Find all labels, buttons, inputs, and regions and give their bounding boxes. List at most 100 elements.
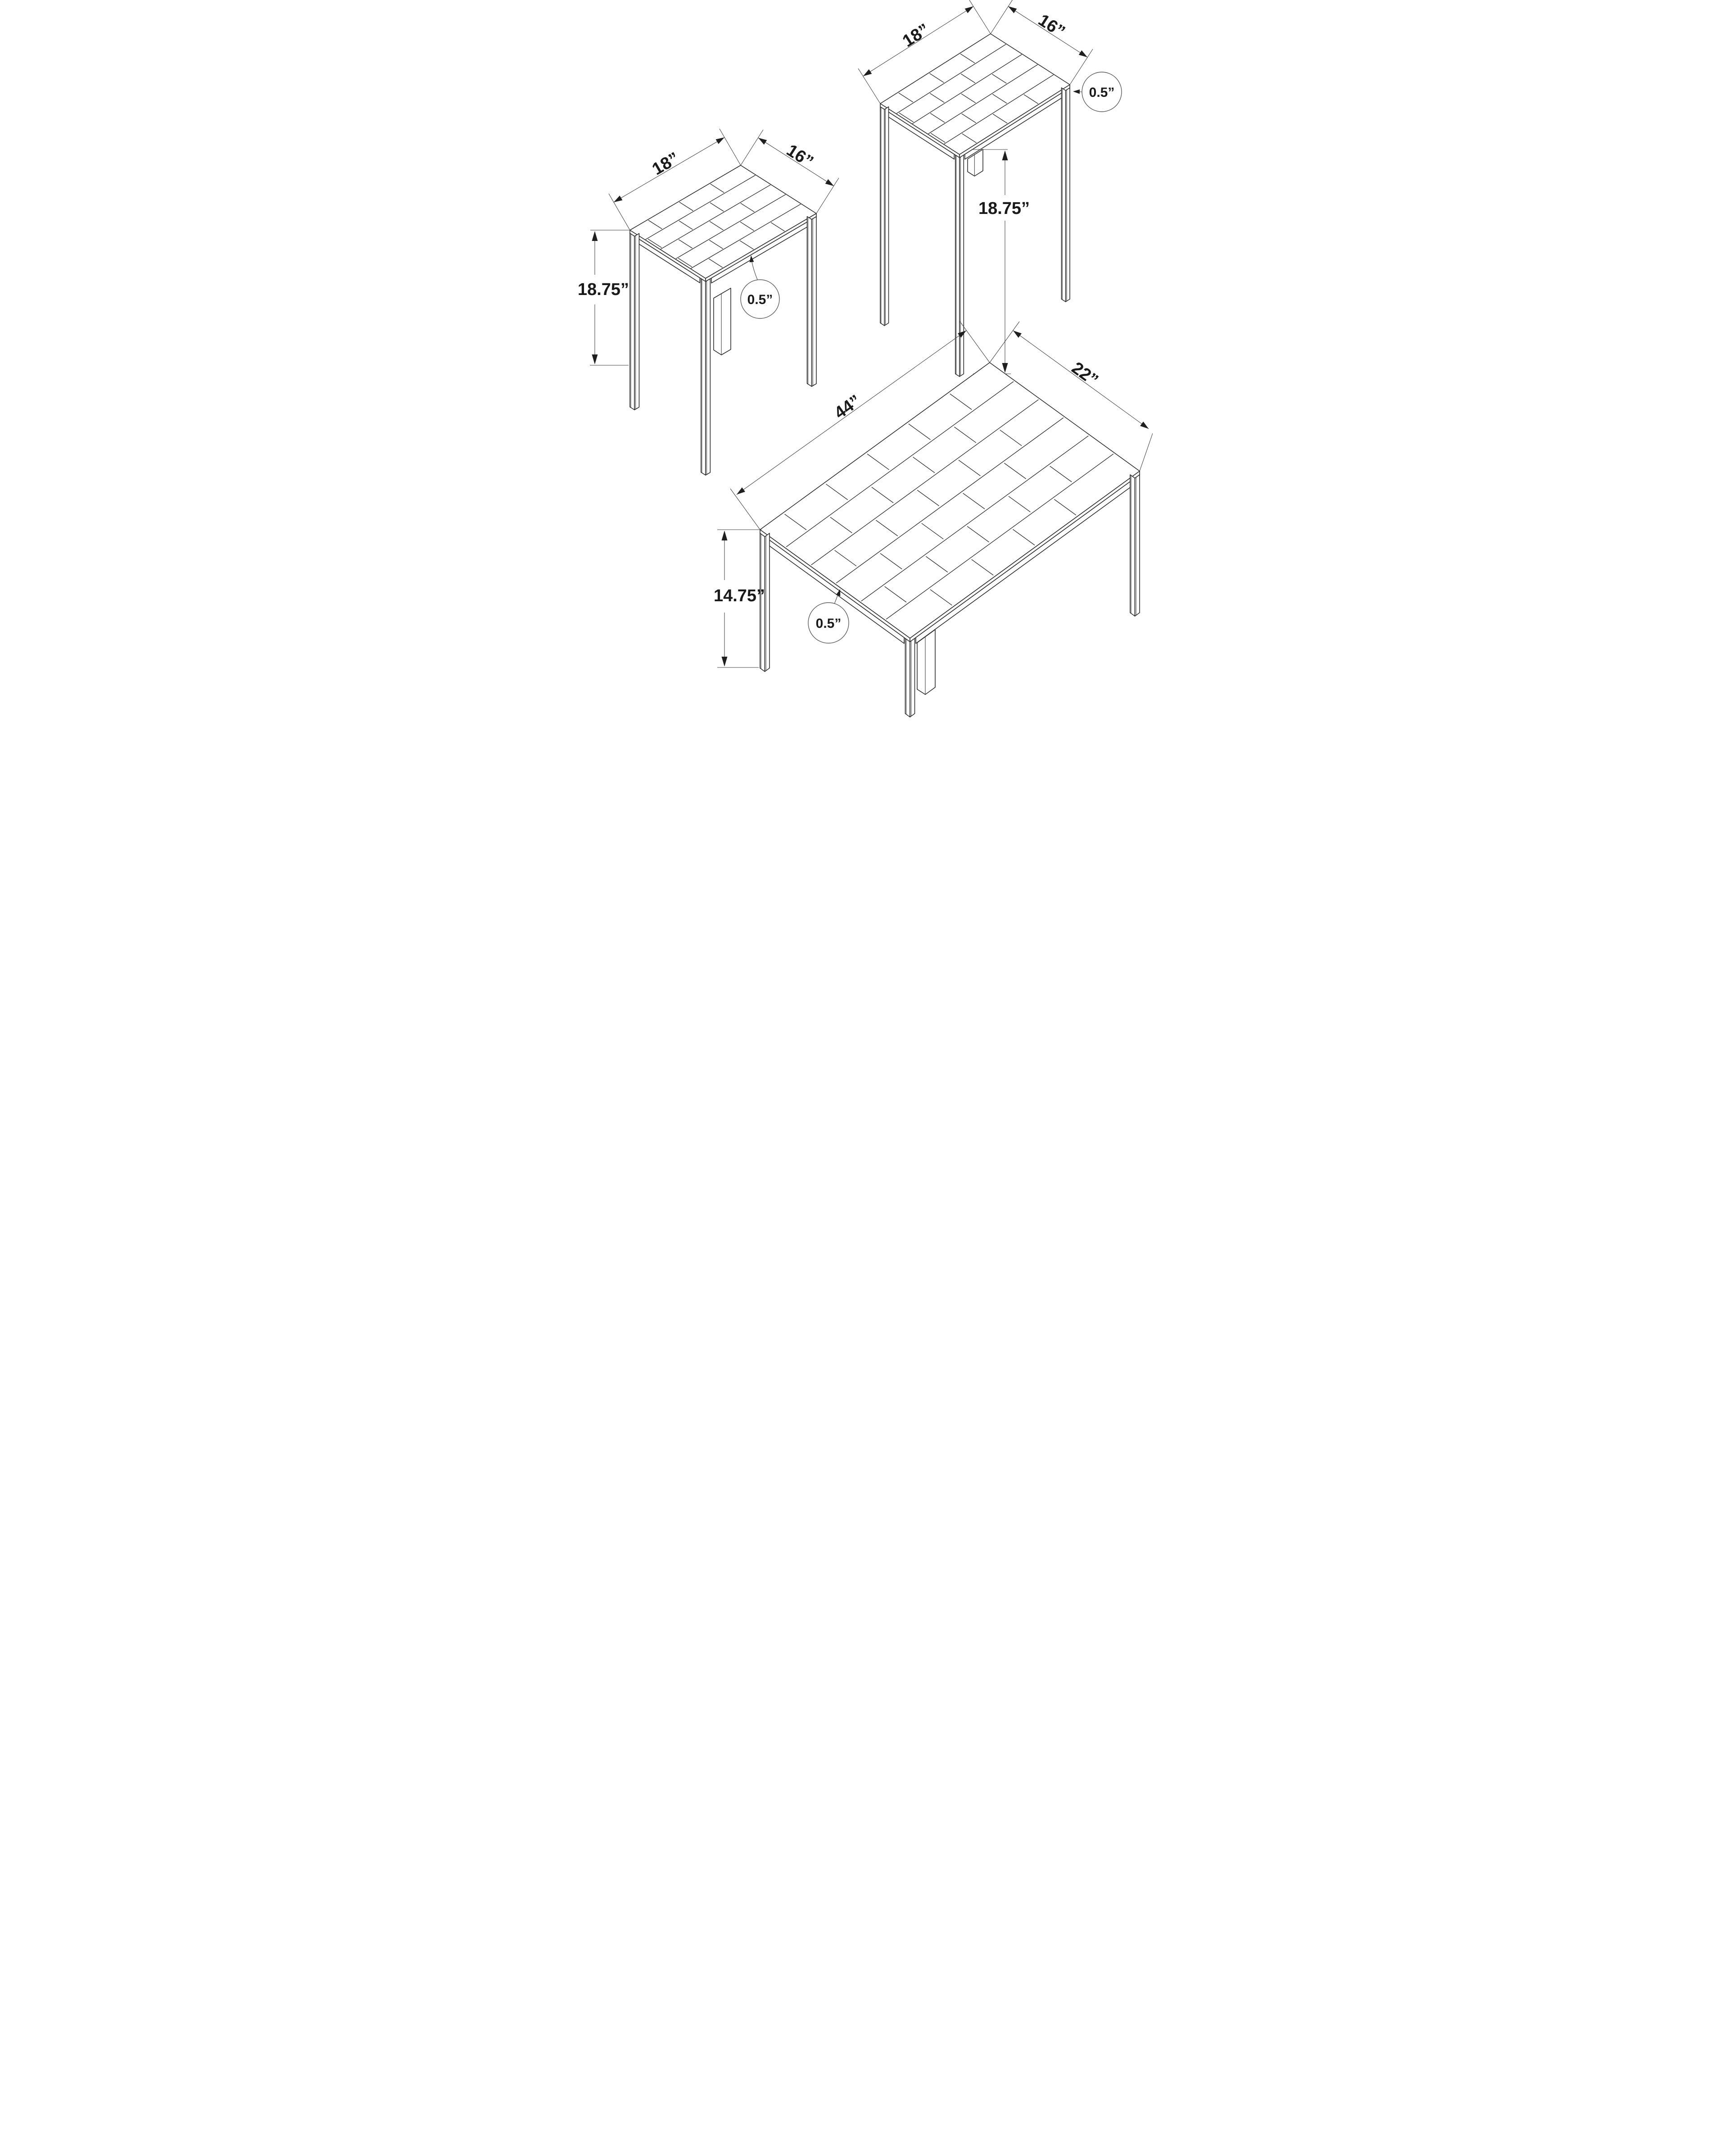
tile-joint — [709, 240, 723, 249]
tile-joint — [786, 381, 1014, 547]
extension-line — [740, 129, 764, 166]
leader-arrow — [1073, 89, 1080, 94]
extension-line — [858, 68, 881, 104]
depth-dimension-label: 22” — [1068, 359, 1101, 390]
extension-line — [816, 177, 839, 214]
tile-joint — [1008, 496, 1031, 513]
top-thickness-callout-label: 0.5” — [816, 616, 842, 631]
tile-joint — [867, 454, 889, 470]
top-thickness-callout-label: 0.5” — [1089, 85, 1115, 100]
tile-joint — [679, 202, 693, 211]
depth-dimension-label: 16” — [1035, 11, 1068, 41]
leg-face — [764, 533, 770, 672]
leg-face — [910, 638, 915, 717]
dimension-arrow — [721, 657, 728, 667]
extension-line — [608, 193, 630, 231]
tile-joint — [913, 457, 935, 473]
tile-joint — [1023, 94, 1038, 104]
tile-joint — [944, 74, 1054, 145]
callout-circle — [1082, 72, 1122, 112]
tile-joint — [950, 393, 972, 410]
tile-joint — [961, 113, 976, 123]
dimension-arrow — [614, 195, 623, 202]
tile-joint — [928, 64, 1038, 134]
tile-joint — [678, 258, 692, 268]
tile-joint — [962, 133, 977, 143]
callout-circle — [808, 602, 849, 644]
tile-joint — [1000, 430, 1022, 446]
callout-circle — [740, 279, 780, 319]
end-table-right: 18” 16” 18.75” 0.5” — [858, 0, 1122, 377]
extension-line — [960, 321, 990, 363]
dimension-arrow — [1013, 331, 1022, 338]
tile-joint — [740, 222, 754, 231]
dimension-arrow — [863, 69, 872, 76]
tile-joint — [710, 183, 724, 193]
extension-line — [1069, 49, 1093, 85]
leader-arrow — [836, 589, 841, 596]
coffee-table-drawing — [717, 321, 1153, 717]
depth-dimension-label: 16” — [783, 141, 816, 172]
tile-joint — [992, 74, 1007, 84]
tile-joint — [709, 221, 724, 231]
rear-leg — [967, 149, 983, 177]
tile-joint — [930, 133, 946, 143]
tile-joint — [963, 493, 985, 509]
tile-joint — [1054, 499, 1076, 515]
leg-face — [634, 233, 640, 410]
dimension-line — [758, 137, 834, 186]
leader-arrow — [749, 255, 754, 263]
tile-joint — [861, 436, 1089, 602]
tile-joint — [917, 490, 939, 506]
extension-line — [989, 321, 1020, 363]
tile-joint — [826, 484, 848, 500]
dimension-line — [1013, 330, 1149, 429]
dimension-line — [1008, 6, 1088, 58]
leg-face — [1065, 87, 1070, 302]
tile-joint — [740, 203, 755, 212]
tile-joint — [886, 454, 1114, 620]
tile-joint — [908, 423, 931, 440]
leg-face — [1134, 474, 1140, 617]
length-dimension-label: 18” — [899, 20, 932, 51]
tile-joint — [954, 427, 976, 443]
tile-joint — [679, 220, 693, 230]
tile-joint — [811, 399, 1039, 565]
tile-joint — [899, 113, 914, 123]
leg-face — [705, 278, 711, 476]
leg-face — [811, 216, 817, 387]
tile-joint — [896, 44, 1006, 114]
tile-joint — [1004, 463, 1026, 479]
tile-joint — [993, 113, 1008, 124]
tile-joint — [678, 239, 693, 249]
tile-joint — [648, 220, 662, 229]
dimension-arrow — [1002, 363, 1008, 373]
tile-joint — [921, 523, 944, 540]
dimension-arrow — [592, 231, 598, 241]
tile-joint — [992, 94, 1007, 104]
tabletop — [880, 33, 1070, 155]
dimension-arrow — [758, 138, 767, 145]
coffee-table: 44” 22” 14.75” 0.5” — [714, 321, 1153, 717]
tile-joint — [960, 73, 976, 83]
height-dimension-label: 18.75” — [978, 199, 1030, 218]
tile-joint — [871, 487, 894, 503]
leg-face — [959, 154, 964, 377]
dimension-arrow — [592, 354, 598, 364]
tile-joint — [691, 204, 801, 269]
tile-joint — [830, 517, 852, 533]
leg-face — [1130, 474, 1136, 617]
tile-joint — [884, 586, 907, 603]
tabletop — [629, 165, 817, 279]
extension-line — [990, 0, 1013, 34]
tile-joint — [784, 514, 807, 530]
tile-joint — [929, 73, 944, 83]
tile-joint — [710, 202, 724, 212]
rear-leg — [917, 629, 936, 695]
tile-joint — [960, 54, 975, 64]
leg-face — [629, 233, 635, 410]
height-dimension-label: 18.75” — [578, 280, 629, 299]
tile-joint — [926, 556, 948, 572]
dimension-arrow — [964, 6, 973, 14]
tile-joint — [930, 93, 945, 103]
